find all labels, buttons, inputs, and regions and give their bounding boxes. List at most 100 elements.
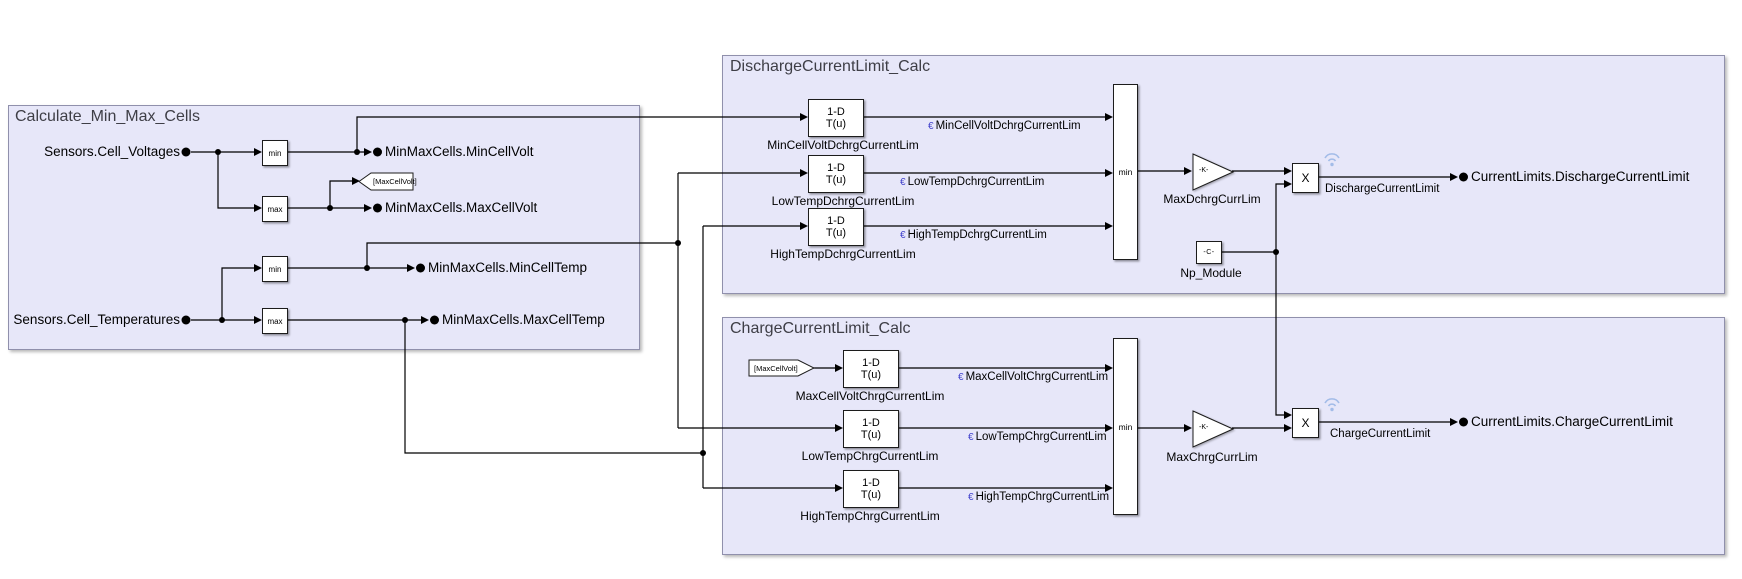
subsystem-calculate-min-max-cells[interactable] — [8, 105, 640, 350]
signal-propagation-icon: € — [968, 492, 974, 503]
outport-arrow — [1450, 418, 1458, 426]
arrowhead — [254, 204, 262, 212]
arrowhead — [1284, 411, 1292, 419]
gain-triangle — [1192, 410, 1235, 448]
minmax-block-dchrg-min[interactable]: min — [1113, 84, 1138, 260]
signal-label: €HighTempChrgCurrentLim — [968, 491, 1110, 503]
minmax-block-chrg-min[interactable]: min — [1113, 338, 1138, 515]
junction-dot — [700, 450, 706, 456]
outport-marker-min-cell-temp[interactable] — [416, 263, 425, 273]
outport-marker-max-cell-temp[interactable] — [430, 315, 439, 325]
signal-label: €HighTempDchrgCurrentLim — [900, 229, 1047, 241]
block-name-label: MinCellVoltDchrgCurrentLim — [767, 138, 919, 152]
outport-marker-min-cell-volt[interactable] — [373, 147, 382, 157]
junction-dot — [675, 240, 681, 246]
wire-max-to-goto[interactable] — [329, 180, 352, 208]
constant-block-np-module[interactable]: -C- — [1196, 241, 1222, 264]
outport-label-min-cell-volt: MinMaxCells.MinCellVolt — [385, 144, 534, 159]
wire-np-to-chrg-product[interactable] — [1275, 252, 1284, 416]
block-name-label: MaxDchrgCurrLim — [1163, 192, 1261, 206]
signal-logging-icon — [1327, 158, 1337, 162]
signal-logging-icon — [1324, 398, 1340, 404]
signal-label: €MinCellVoltDchrgCurrentLim — [928, 120, 1081, 132]
minmax-block-voltage-min[interactable]: min — [262, 140, 288, 166]
arrowhead — [835, 364, 843, 372]
product-block-discharge[interactable]: X — [1292, 163, 1319, 193]
outport-marker-discharge-limit[interactable] — [1459, 172, 1468, 182]
arrowhead — [835, 484, 843, 492]
minmax-block-temp-max[interactable]: max — [262, 308, 288, 334]
arrowhead — [1105, 484, 1113, 492]
wire-mincellvolt-to-discharge-lut1[interactable] — [356, 116, 800, 152]
gain-value-label: -K- — [1199, 167, 1209, 174]
gain-block-max-dchrg-curr-lim[interactable] — [1192, 153, 1235, 196]
outport-marker-charge-limit[interactable] — [1459, 417, 1468, 427]
subsystem-title-charge: ChargeCurrentLimit_Calc — [730, 320, 911, 337]
signal-label-discharge-current-limit: DischargeCurrentLimit — [1325, 183, 1440, 195]
product-block-charge[interactable]: X — [1292, 408, 1319, 438]
subsystem-title-calc-min-max: Calculate_Min_Max_Cells — [15, 108, 200, 125]
wire-maxcelltemp-branch[interactable] — [404, 320, 703, 454]
signal-propagation-icon: € — [928, 121, 934, 132]
block-name-label: MaxCellVoltChrgCurrentLim — [795, 389, 945, 403]
wire-voltages-to-max[interactable] — [217, 152, 254, 209]
arrowhead — [1105, 169, 1113, 177]
arrowhead — [800, 113, 808, 121]
wires-group — [191, 116, 1450, 489]
junction-dot — [219, 317, 225, 323]
arrowhead — [835, 424, 843, 432]
arrowhead — [1184, 424, 1192, 432]
inport-marker-voltages[interactable] — [181, 147, 191, 157]
junction-dot — [364, 265, 370, 271]
goto-tag-maxcellvolt[interactable] — [358, 172, 414, 196]
block-name-label: Np_Module — [1180, 266, 1242, 280]
junction-dot — [402, 317, 408, 323]
arrowhead — [800, 222, 808, 230]
port-markers — [181, 147, 1468, 427]
block-name-label: HighTempChrgCurrentLim — [800, 509, 940, 523]
signal-label: €LowTempDchrgCurrentLim — [900, 176, 1045, 188]
signal-propagation-icon: € — [900, 177, 906, 188]
wire-np-to-dchrg-product[interactable] — [1275, 183, 1284, 252]
outport-arrow — [421, 316, 429, 324]
inport-marker-temperatures[interactable] — [181, 315, 191, 325]
outport-label-max-cell-temp: MinMaxCells.MaxCellTemp — [442, 312, 605, 327]
signal-logging-icon — [1324, 153, 1340, 159]
wire-temps-to-min[interactable] — [221, 267, 254, 320]
wire-mincelltemp-branch[interactable] — [366, 242, 678, 268]
junction-dot — [215, 149, 221, 155]
outport-marker-max-cell-volt[interactable] — [373, 203, 382, 213]
arrowhead — [1284, 424, 1292, 432]
minmax-block-voltage-max[interactable]: max — [262, 196, 288, 222]
arrowhead — [254, 148, 262, 156]
goto-tag-shape — [358, 172, 414, 191]
signal-logging-icon — [1330, 162, 1334, 167]
outport-arrow — [364, 204, 372, 212]
gain-block-max-chrg-curr-lim[interactable] — [1192, 410, 1235, 453]
outport-arrow — [407, 264, 415, 272]
arrowhead — [800, 169, 808, 177]
arrowhead — [352, 177, 360, 185]
minmax-block-temp-min[interactable]: min — [262, 256, 288, 282]
arrowhead — [1184, 167, 1192, 175]
junction-dot — [327, 205, 333, 211]
outport-label-discharge-current-limit: CurrentLimits.DischargeCurrentLimit — [1471, 169, 1690, 184]
from-tag-maxcellvolt[interactable] — [748, 359, 816, 382]
goto-tag-label: [MaxCellVolt] — [373, 177, 417, 186]
outport-arrow — [1450, 173, 1458, 181]
gain-triangle — [1192, 153, 1235, 191]
arrowhead — [1105, 364, 1113, 372]
outport-label-charge-current-limit: CurrentLimits.ChargeCurrentLimit — [1471, 414, 1673, 429]
from-tag-shape — [748, 359, 816, 377]
block-name-label: LowTempDchrgCurrentLim — [771, 194, 915, 208]
outport-arrow — [364, 148, 372, 156]
inport-label-cell-temperatures: Sensors.Cell_Temperatures — [13, 312, 180, 327]
signal-propagation-icon: € — [900, 230, 906, 241]
